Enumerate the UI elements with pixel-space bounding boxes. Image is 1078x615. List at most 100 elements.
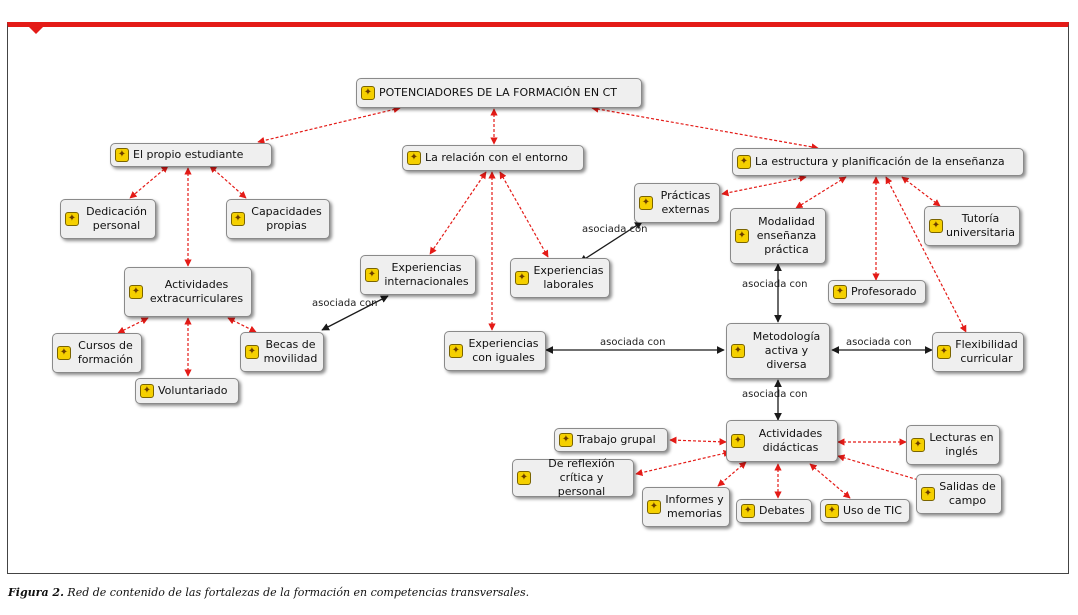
node-label: La estructura y planificación de la ense… [755, 155, 1005, 168]
concept-icon: ✦ [115, 148, 129, 162]
node-debates[interactable]: ✦ Debates [736, 499, 812, 523]
node-estructura[interactable]: ✦ La estructura y planificación de la en… [732, 148, 1024, 176]
link-root-estudiante [257, 106, 401, 144]
assoc-label: asociada con [312, 298, 378, 309]
concept-icon: ✦ [921, 487, 935, 501]
link-estudiante-capacidades [209, 165, 247, 199]
concept-icon: ✦ [231, 212, 245, 226]
concept-icon: ✦ [737, 155, 751, 169]
node-informes[interactable]: ✦ Informes y memorias [642, 487, 730, 527]
node-experiencias-laborales[interactable]: ✦ Experiencias laborales [510, 258, 610, 298]
assoc-label: asociada con [742, 389, 808, 400]
concept-icon: ✦ [140, 384, 154, 398]
node-dedicacion[interactable]: ✦ Dedicación personal [60, 199, 156, 239]
link-actividades-becas [227, 317, 257, 333]
node-capacidades[interactable]: ✦ Capacidades propias [226, 199, 330, 239]
assoc-becas-internacionales [321, 295, 389, 331]
node-label: Experiencias internacionales [384, 261, 469, 288]
concept-icon: ✦ [245, 345, 259, 359]
node-entorno[interactable]: ✦ La relación con el entorno [402, 145, 584, 171]
node-label: Flexibilidad curricular [955, 338, 1018, 365]
link-estructura-practicas [721, 174, 807, 197]
node-metodologia[interactable]: ✦ Metodología activa y diversa [726, 323, 830, 379]
node-label: Actividades didácticas [758, 427, 823, 454]
concept-icon: ✦ [65, 212, 79, 226]
link-entorno-internacionales [429, 171, 487, 255]
node-label: Voluntariado [158, 384, 228, 397]
node-trabajo-grupal[interactable]: ✦ Trabajo grupal [554, 428, 668, 452]
node-actividades-didacticas[interactable]: ✦ Actividades didácticas [726, 420, 838, 462]
node-actividades-extracurriculares[interactable]: ✦ Actividades extracurriculares [124, 267, 252, 317]
figure-caption: Figura 2. Red de contenido de las fortal… [8, 586, 529, 599]
node-lecturas[interactable]: ✦ Lecturas en inglés [906, 425, 1000, 465]
concept-icon: ✦ [731, 434, 745, 448]
concept-icon: ✦ [559, 433, 573, 447]
node-tutoria[interactable]: ✦ Tutoría universitaria [924, 206, 1020, 246]
node-label: Modalidad enseñanza práctica [756, 215, 817, 256]
concept-icon: ✦ [365, 268, 379, 282]
node-label: Experiencias laborales [533, 264, 604, 291]
concept-icon: ✦ [833, 285, 847, 299]
node-label: Metodología activa y diversa [752, 330, 821, 371]
node-label: Actividades extracurriculares [149, 278, 244, 305]
node-salidas[interactable]: ✦ Salidas de campo [916, 474, 1002, 514]
node-label: Capacidades propias [251, 205, 322, 232]
node-label: Trabajo grupal [577, 433, 656, 446]
node-flexibilidad[interactable]: ✦ Flexibilidad curricular [932, 332, 1024, 372]
link-didacticas-trabajo [669, 436, 727, 446]
node-label: Cursos de formación [77, 339, 134, 366]
node-voluntariado[interactable]: ✦ Voluntariado [135, 378, 239, 404]
node-modalidad[interactable]: ✦ Modalidad enseñanza práctica [730, 208, 826, 264]
caption-text: Red de contenido de las fortalezas de la… [63, 586, 530, 599]
node-uso-tic[interactable]: ✦ Uso de TIC [820, 499, 910, 523]
node-label: Profesorado [851, 285, 917, 298]
link-root-estructura [591, 105, 819, 151]
node-label: Lecturas en inglés [929, 431, 994, 458]
link-estructura-tutoria [901, 176, 941, 207]
concept-icon: ✦ [57, 346, 71, 360]
node-label: Dedicación personal [86, 205, 147, 232]
caption-label: Figura 2. [8, 586, 64, 599]
node-label: Informes y memorias [665, 493, 724, 520]
concept-icon: ✦ [929, 219, 943, 233]
concept-icon: ✦ [937, 345, 951, 359]
link-estructura-flexibilidad [885, 176, 967, 333]
node-label: La relación con el entorno [425, 151, 568, 164]
node-experiencias-iguales[interactable]: ✦ Experiencias con iguales [444, 331, 546, 371]
concept-icon: ✦ [741, 504, 755, 518]
assoc-laborales-practicas [579, 221, 643, 263]
link-didacticas-tic [809, 463, 851, 499]
link-estudiante-dedicacion [129, 165, 169, 199]
node-label: Experiencias con iguales [468, 337, 539, 364]
node-cursos[interactable]: ✦ Cursos de formación [52, 333, 142, 373]
concept-icon: ✦ [647, 500, 661, 514]
link-estructura-modalidad [795, 176, 847, 209]
node-experiencias-internacionales[interactable]: ✦ Experiencias internacionales [360, 255, 476, 295]
node-label: Salidas de campo [939, 480, 996, 507]
concept-icon: ✦ [361, 86, 375, 100]
link-actividades-cursos [117, 317, 149, 334]
red-notch [28, 26, 44, 34]
concept-icon: ✦ [735, 229, 749, 243]
node-practicas-externas[interactable]: ✦ Prácticas externas [634, 183, 720, 223]
node-root[interactable]: ✦ POTENCIADORES DE LA FORMACIÓN EN CT [356, 78, 642, 108]
link-didacticas-informes [717, 461, 747, 487]
node-becas[interactable]: ✦ Becas de movilidad [240, 332, 324, 372]
concept-icon: ✦ [731, 344, 745, 358]
node-estudiante[interactable]: ✦ El propio estudiante [110, 143, 272, 167]
concept-icon: ✦ [911, 438, 925, 452]
node-label: Debates [759, 504, 805, 517]
assoc-label: asociada con [582, 224, 648, 235]
assoc-label: asociada con [600, 337, 666, 348]
node-reflexion[interactable]: ✦ De reflexión crítica y personal [512, 457, 634, 498]
assoc-label: asociada con [846, 337, 912, 348]
node-label: Uso de TIC [843, 504, 902, 517]
assoc-label: asociada con [742, 279, 808, 290]
concept-icon: ✦ [129, 285, 143, 299]
node-label: POTENCIADORES DE LA FORMACIÓN EN CT [379, 86, 617, 99]
node-label: Becas de movilidad [263, 338, 318, 365]
node-profesorado[interactable]: ✦ Profesorado [828, 280, 926, 304]
concept-icon: ✦ [515, 271, 529, 285]
concept-icon: ✦ [825, 504, 839, 518]
